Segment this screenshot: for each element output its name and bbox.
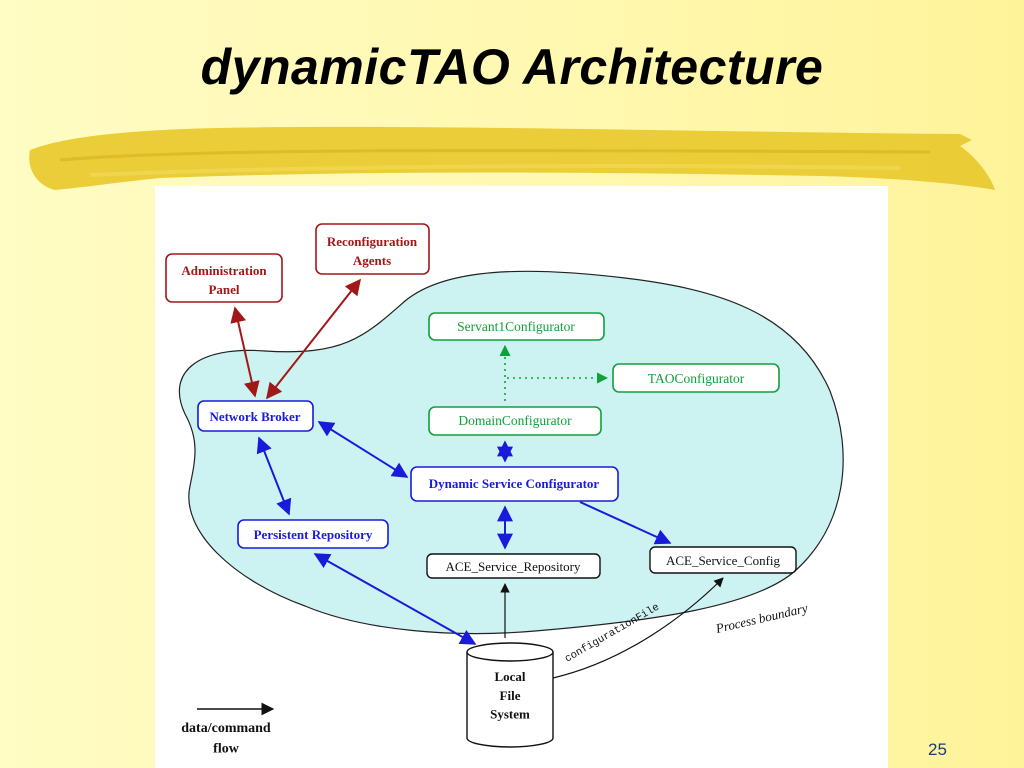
- domain-configurator-box: DomainConfigurator: [428, 406, 602, 436]
- servant1-configurator-box: Servant1Configurator: [428, 312, 605, 341]
- configuration-file-arrow: [552, 577, 724, 679]
- tao-configurator-box: TAOConfigurator: [612, 363, 780, 393]
- ace-service-config-box: ACE_Service_Config: [649, 546, 797, 574]
- ace-service-repository-box: ACE_Service_Repository: [426, 553, 601, 579]
- slide-number: 25: [928, 740, 947, 759]
- tao-configurator-label: TAOConfigurator: [648, 371, 745, 386]
- brush-stroke-decoration: [29, 126, 996, 190]
- process-boundary-annotation: Process boundary: [713, 600, 809, 636]
- persistent-repository-label: Persistent Repository: [254, 527, 373, 542]
- ace-service-repository-label: ACE_Service_Repository: [445, 559, 581, 574]
- agents-broker-arrow: [266, 278, 361, 400]
- persistent-repository-box: Persistent Repository: [237, 519, 389, 549]
- network-broker-box: Network Broker: [197, 400, 314, 432]
- network-broker-label: Network Broker: [209, 409, 300, 424]
- servant1-configurator-label: Servant1Configurator: [457, 319, 575, 334]
- dynamic-service-configurator-label: Dynamic Service Configurator: [429, 476, 600, 491]
- broker-repository-arrow: [256, 436, 292, 516]
- repository-filesystem-arrow: [313, 553, 477, 645]
- dynamic-service-configurator-box: Dynamic Service Configurator: [410, 466, 619, 502]
- ace-service-config-label: ACE_Service_Config: [666, 553, 781, 568]
- admin-broker-arrow: [230, 306, 260, 398]
- broker-dsc-arrow: [317, 421, 409, 478]
- domain-configurator-label: DomainConfigurator: [458, 413, 572, 428]
- slide-title: dynamicTAO Architecture: [200, 39, 824, 95]
- dsc-ace-config-arrow: [579, 501, 672, 545]
